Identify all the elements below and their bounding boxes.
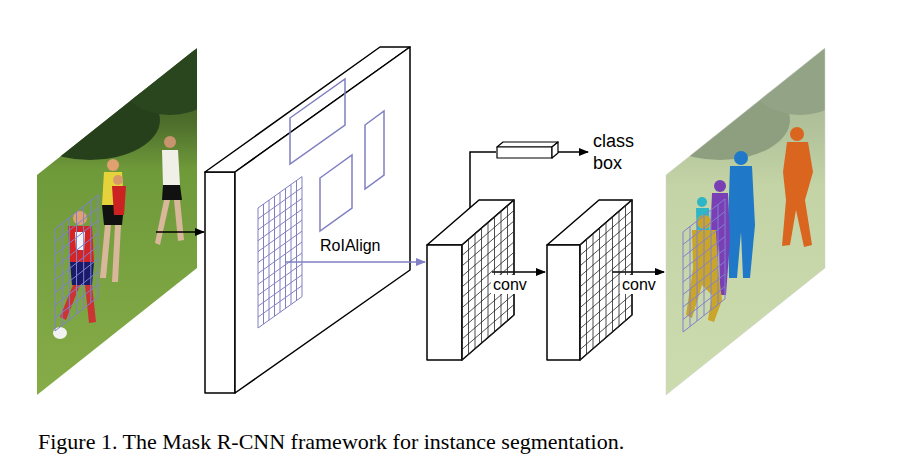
- grid-line: [280, 192, 281, 312]
- grid-line: [599, 228, 600, 343]
- grid-line: [462, 315, 514, 360]
- grid-line: [462, 294, 514, 339]
- layer-label: conv: [620, 275, 658, 294]
- grid-line: [296, 181, 297, 301]
- grid-line: [593, 234, 594, 349]
- grid-line: [612, 217, 613, 332]
- grid-line: [462, 245, 463, 360]
- grid-line: [55, 272, 98, 306]
- grid-line: [55, 284, 98, 318]
- grid-line: [475, 234, 476, 349]
- grid-line: [55, 221, 98, 255]
- input-photo: [20, 45, 220, 395]
- grid-line: [258, 297, 302, 328]
- feature-map: [205, 47, 410, 393]
- grid-line: [632, 200, 633, 315]
- grid-line: [462, 305, 514, 350]
- grid-line: [683, 237, 725, 270]
- grid-line: [55, 246, 98, 280]
- grid-line: [55, 195, 98, 229]
- grid-line: [619, 211, 620, 326]
- grid-line: [580, 245, 581, 360]
- grid-line: [625, 206, 626, 321]
- grid-line: [302, 177, 303, 297]
- output-photo: [650, 45, 850, 395]
- grid-line: [580, 294, 632, 339]
- grid-line: [55, 297, 98, 331]
- grid-line: [683, 224, 725, 257]
- grid-line: [507, 206, 508, 321]
- grid-line: [488, 223, 489, 338]
- figure-caption: Figure 1. The Mask R-CNN framework for i…: [38, 429, 624, 455]
- grid-line: [55, 208, 98, 242]
- grid-line: [258, 208, 259, 328]
- grid-line: [291, 184, 292, 304]
- grid-line: [481, 228, 482, 343]
- grid-line: [55, 233, 98, 267]
- region-proposals: [290, 79, 384, 231]
- grid-line: [606, 223, 607, 338]
- grid-line: [468, 239, 469, 354]
- grid-line: [274, 196, 275, 316]
- grid-line: [285, 188, 286, 308]
- grid-line: [55, 259, 98, 293]
- grid-line: [580, 305, 632, 350]
- grid-line: [683, 199, 725, 232]
- layer-label: class box: [593, 130, 634, 174]
- grid-lines: [55, 177, 725, 360]
- grid-line: [683, 299, 725, 332]
- grid-line: [586, 239, 587, 354]
- grid-line: [683, 249, 725, 282]
- grid-line: [683, 274, 725, 307]
- grid-line: [501, 211, 502, 326]
- layer-label: RoIAlign: [318, 236, 382, 255]
- layer-label: conv: [491, 275, 529, 294]
- grid-line: [263, 204, 264, 324]
- grid-line: [683, 262, 725, 295]
- grid-line: [683, 212, 725, 245]
- grid-line: [580, 315, 632, 360]
- grid-line: [269, 200, 270, 320]
- fc-layer: [497, 142, 558, 158]
- grid-line: [514, 200, 515, 315]
- grid-line: [683, 287, 725, 320]
